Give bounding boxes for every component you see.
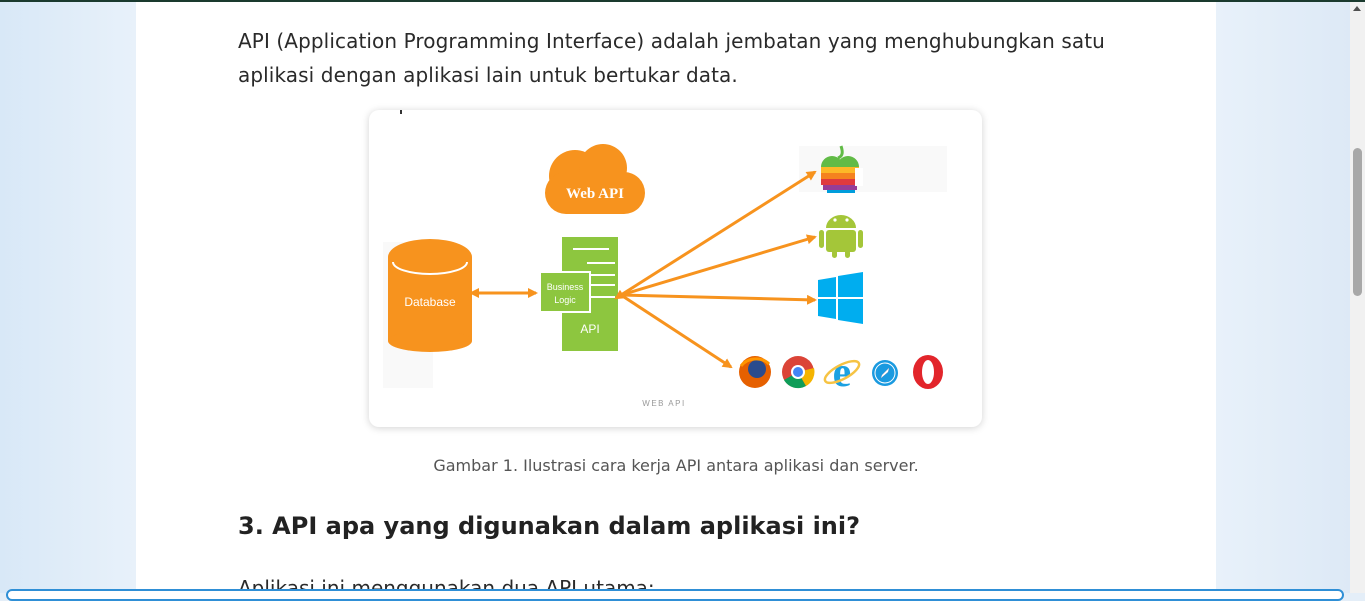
scrollbar-thumb[interactable] [1353,148,1362,296]
api-block: Business Logic API [539,237,618,351]
web-api-cloud: Web API [545,144,645,214]
android-icon [819,215,863,258]
figure-card: Web API Database Business Logic [369,110,982,427]
internet-explorer-icon: e [823,350,861,396]
business-logic-label-line2: Logic [554,295,576,305]
arrow-to-browsers [620,293,733,369]
database-label: Database [404,295,456,309]
diagram-tick-mark [400,110,402,114]
web-api-diagram: Web API Database Business Logic [383,110,947,408]
diagram-arrows [469,170,817,369]
opera-icon [913,355,943,389]
vertical-scrollbar[interactable] [1350,2,1365,593]
api-label: API [580,322,599,336]
diagram-footer-label: WEB API [642,399,685,408]
chrome-icon [782,356,815,389]
arrow-to-windows [620,293,817,305]
page-background-right [1216,2,1350,593]
firefox-icon [739,356,771,388]
apple-icon [821,145,863,193]
article-content: API (Application Programming Interface) … [136,2,1216,600]
database-cylinder: Database [388,239,472,352]
bottom-overlay-bar[interactable] [6,589,1344,601]
arrow-to-android [620,234,817,297]
svg-text:e: e [833,350,852,396]
window-top-line [0,0,1365,2]
section-heading: 3. API apa yang digunakan dalam aplikasi… [238,512,861,540]
safari-icon [872,360,898,386]
arrow-to-apple [614,170,817,300]
intro-paragraph: API (Application Programming Interface) … [238,29,1105,87]
scroll-up-arrow-icon[interactable] [1353,6,1361,11]
page-background-left [0,2,136,593]
figure-caption: Gambar 1. Ilustrasi cara kerja API antar… [433,456,919,475]
cloud-label: Web API [566,186,624,202]
business-logic-label-line1: Business [547,282,584,292]
windows-icon [818,272,863,324]
